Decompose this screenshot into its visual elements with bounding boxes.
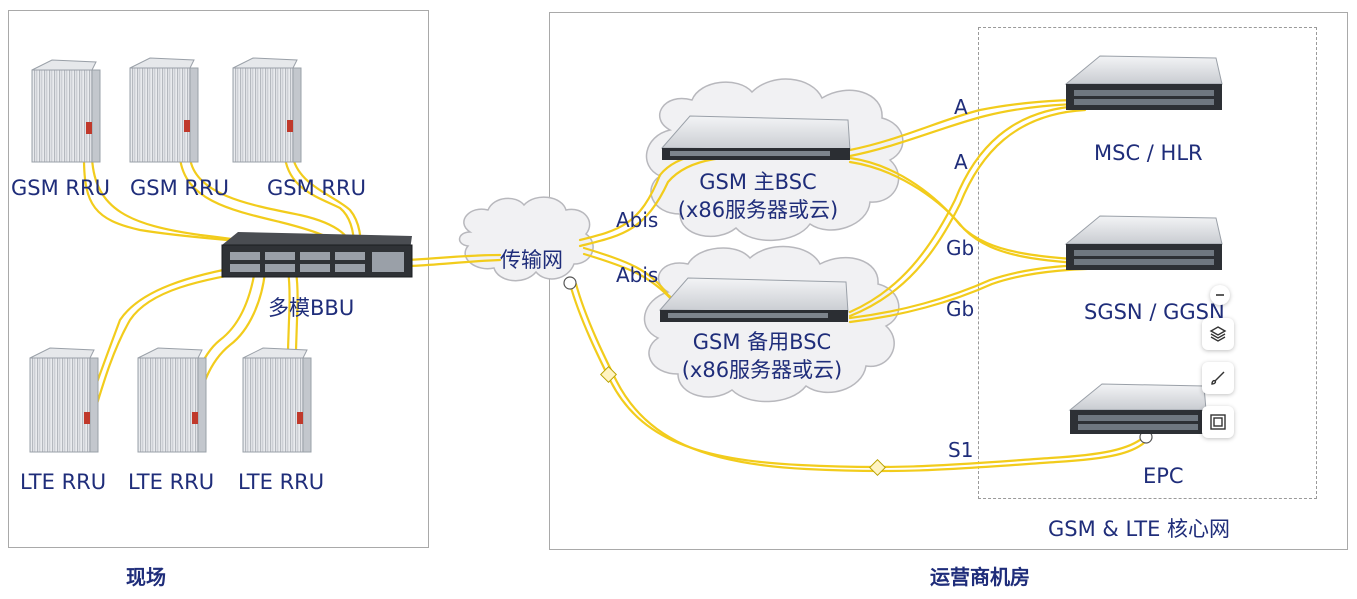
gb-main-label: Gb xyxy=(946,236,975,260)
sgsn-label: SGSN / GGSN xyxy=(1084,300,1225,324)
lte-rru-units xyxy=(29,347,312,453)
bbu-chassis xyxy=(221,232,413,278)
msc-label: MSC / HLR xyxy=(1094,141,1203,165)
gsm-rru-units xyxy=(31,57,302,163)
msc-server xyxy=(1064,55,1223,110)
bsc-backup-line2: (x86服务器或云) xyxy=(681,358,843,382)
minus-icon[interactable] xyxy=(1210,285,1230,305)
bsc-backup-line1: GSM 备用BSC xyxy=(692,330,832,354)
sgsn-server xyxy=(1064,215,1223,270)
bsc-main-label: GSM 主BSC (x86服务器或云) xyxy=(666,168,850,224)
gsm-rru-label-1: GSM RRU xyxy=(11,176,110,200)
s1-label: S1 xyxy=(948,438,974,462)
epc-server xyxy=(1068,383,1207,434)
core-network-box xyxy=(978,27,1317,499)
lte-rru-label-3: LTE RRU xyxy=(238,470,325,494)
a-backup-label: A xyxy=(954,150,968,174)
bsc-main-server xyxy=(660,115,851,160)
lte-rru-label-1: LTE RRU xyxy=(20,470,107,494)
transport-label: 传输网 xyxy=(500,248,563,272)
bsc-backup-label: GSM 备用BSC (x86服务器或云) xyxy=(670,328,854,384)
lte-rru-label-2: LTE RRU xyxy=(128,470,215,494)
gsm-rru-label-2: GSM RRU xyxy=(130,176,229,200)
gsm-rru-label-3: GSM RRU xyxy=(267,176,366,200)
a-main-label: A xyxy=(954,95,968,119)
bsc-main-line1: GSM 主BSC xyxy=(699,170,817,194)
bsc-main-line2: (x86服务器或云) xyxy=(677,198,839,222)
bsc-backup-server xyxy=(658,277,849,322)
abis-main-label: Abis xyxy=(616,208,659,232)
site-caption: 现场 xyxy=(126,565,166,589)
gb-backup-label: Gb xyxy=(946,297,975,321)
frame-icon[interactable] xyxy=(1202,406,1234,438)
epc-label: EPC xyxy=(1143,464,1184,488)
operator-caption: 运营商机房 xyxy=(930,565,1030,589)
bbu-label: 多模BBU xyxy=(268,296,355,320)
layers-icon[interactable] xyxy=(1202,318,1234,350)
abis-backup-label: Abis xyxy=(616,263,659,287)
brush-icon[interactable] xyxy=(1202,362,1234,394)
core-network-label: GSM & LTE 核心网 xyxy=(1048,517,1231,541)
